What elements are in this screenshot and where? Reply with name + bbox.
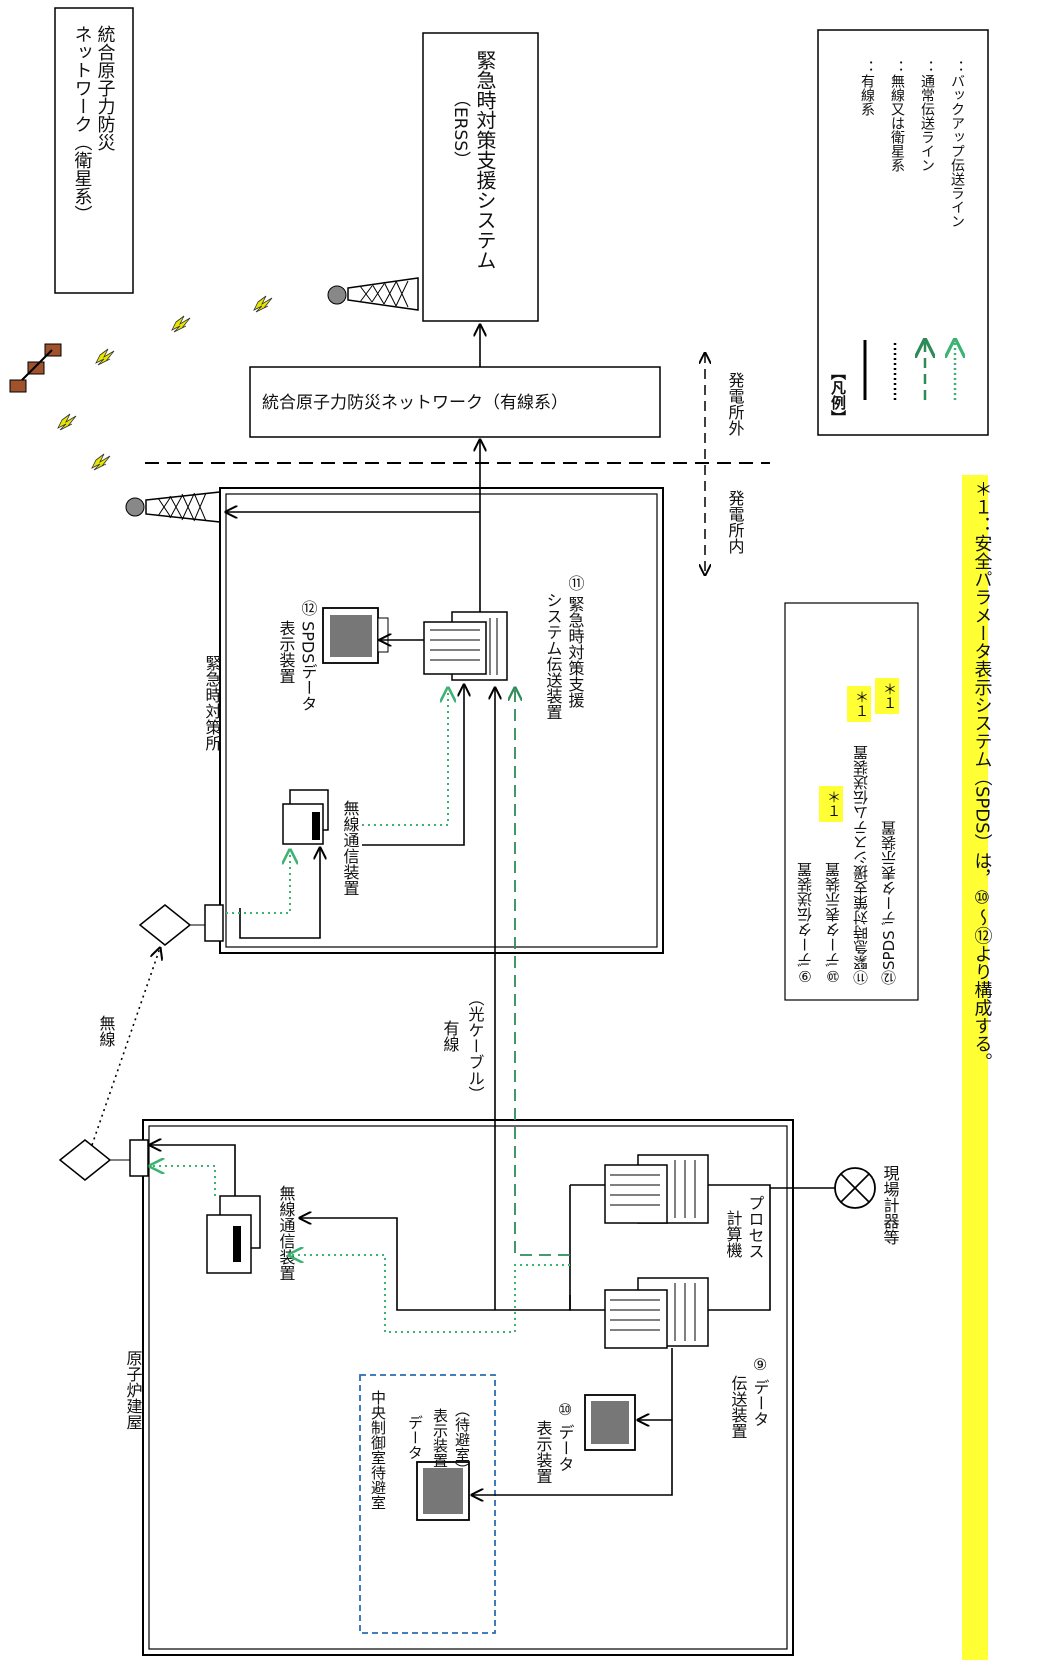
data-transmitter-label-1: ⑨ データ bbox=[751, 1355, 770, 1427]
data-transmitter-icon bbox=[605, 1278, 708, 1348]
component-mark: ＊１ bbox=[853, 690, 869, 718]
lightning-icon bbox=[58, 296, 272, 470]
component-list-item: ⑫SPDS データ表示装置 bbox=[880, 821, 898, 985]
data-display-monitor-icon bbox=[585, 1395, 635, 1450]
erss-transmitter-label-2: システム伝送装置 bbox=[544, 592, 563, 720]
wireless-device-icon bbox=[283, 790, 328, 844]
boundary-inside-label: 発電所内 bbox=[726, 490, 745, 555]
component-list-item: ⑨データ伝送装置 bbox=[796, 862, 814, 985]
process-computer-label-2: 計算機 bbox=[724, 1210, 743, 1259]
process-computer-icon bbox=[605, 1155, 708, 1223]
process-computer-label-1: プロセス bbox=[746, 1195, 765, 1259]
emergency-office-title: 緊急時対策所 bbox=[203, 655, 222, 751]
normal-transmission-line bbox=[515, 688, 570, 1255]
erss-transmitter-label-1: ⑪ 緊急時対策支援 bbox=[566, 575, 585, 709]
component-list-box: ⑨データ伝送装置 ⑩データ表示装置 ⑪緊急時対策支援システム伝送装置 ⑫SPDS デー… bbox=[785, 603, 918, 1000]
legend-item-label: ：無線又は衛星系 bbox=[889, 60, 905, 172]
spds-monitor-icon bbox=[323, 608, 388, 663]
emergency-office: 緊急時対策所 bbox=[203, 488, 664, 953]
legend-item-label: ：バックアップ伝送ライン bbox=[949, 60, 965, 228]
spds-display-label-1: ⑫ SPDSデータ bbox=[299, 600, 318, 711]
wireless-link-label: 無線 bbox=[97, 1015, 116, 1047]
component-list-item: ⑩データ表示装置 bbox=[824, 862, 842, 985]
satellite-network-box: 統合原子力防災 ネットワーク（衛星系） bbox=[55, 8, 133, 293]
legend-title: 【凡例】 bbox=[829, 365, 847, 425]
erss-transmitter-server-icon bbox=[424, 612, 507, 680]
component-mark: ＊１ bbox=[825, 790, 841, 818]
control-room-display-label-1: データ bbox=[406, 1415, 424, 1460]
spds-display-label-2: 表示装置 bbox=[277, 620, 296, 684]
wired-network-label-chars: 統合原子力防災ネットワーク（有線系） bbox=[262, 393, 568, 413]
antenna-icon bbox=[60, 1140, 148, 1180]
component-mark: ＊１ bbox=[881, 682, 897, 710]
control-room-title: 中央制御室待避室 bbox=[369, 1390, 387, 1510]
antenna-icon bbox=[140, 905, 223, 945]
erss-box: 緊急時対策支援システム （ERSS） bbox=[423, 33, 538, 321]
wired-link-label-2: （光ケーブル） bbox=[466, 990, 485, 1102]
data-display-label-1: ⑩ データ bbox=[556, 1400, 575, 1472]
erss-label-1: 緊急時対策支援システム bbox=[473, 50, 497, 270]
data-display-label-2: 表示装置 bbox=[534, 1420, 553, 1484]
legend-item-label: ：有線系 bbox=[859, 60, 875, 116]
reactor-building-title: 原子炉建屋 bbox=[124, 1350, 143, 1430]
antenna-tower-icon bbox=[328, 278, 418, 310]
field-instrument-label: 現場計器等 bbox=[881, 1165, 900, 1245]
satellite-network-label-2: ネットワーク（衛星系） bbox=[72, 25, 93, 223]
eo-wireless-label: 無線通信装置 bbox=[341, 800, 360, 896]
legend-box: 【凡例】 ：有線系 ：無線又は衛星系 ：通常伝送ライン ：バックアップ伝送ライン bbox=[818, 30, 988, 435]
data-transmitter-label-2: 伝送装置 bbox=[729, 1375, 748, 1439]
antenna-tower-icon bbox=[126, 492, 220, 522]
component-list-item: ⑪緊急時対策支援システム伝送装置 bbox=[852, 745, 870, 985]
control-room-display-label-2: 表示装置 bbox=[431, 1408, 449, 1468]
footnote-text: ＊１：安全パラメータ表示システム（SPDS）は，⑩〜⑫より構成する。 bbox=[972, 480, 993, 1071]
legend-item-label: ：通常伝送ライン bbox=[919, 60, 935, 172]
wireless-device-icon bbox=[207, 1196, 260, 1273]
rb-wireless-label: 無線通信装置 bbox=[277, 1185, 296, 1281]
control-room-display-label-3: （待避室） bbox=[453, 1402, 471, 1477]
satellite-icon bbox=[10, 344, 61, 392]
wired-link-label-1: 有線 bbox=[441, 1020, 460, 1052]
erss-label-2: （ERSS） bbox=[450, 90, 471, 168]
footnote: ＊１：安全パラメータ表示システム（SPDS）は，⑩〜⑫より構成する。 bbox=[962, 475, 993, 1660]
boundary-outside-label: 発電所外 bbox=[726, 372, 745, 436]
wired-network-label: 統合原子力防災ネットワーク（有線系） bbox=[262, 393, 568, 413]
field-instrument-icon bbox=[835, 1168, 875, 1208]
satellite-network-label-1: 統合原子力防災 bbox=[95, 25, 116, 151]
